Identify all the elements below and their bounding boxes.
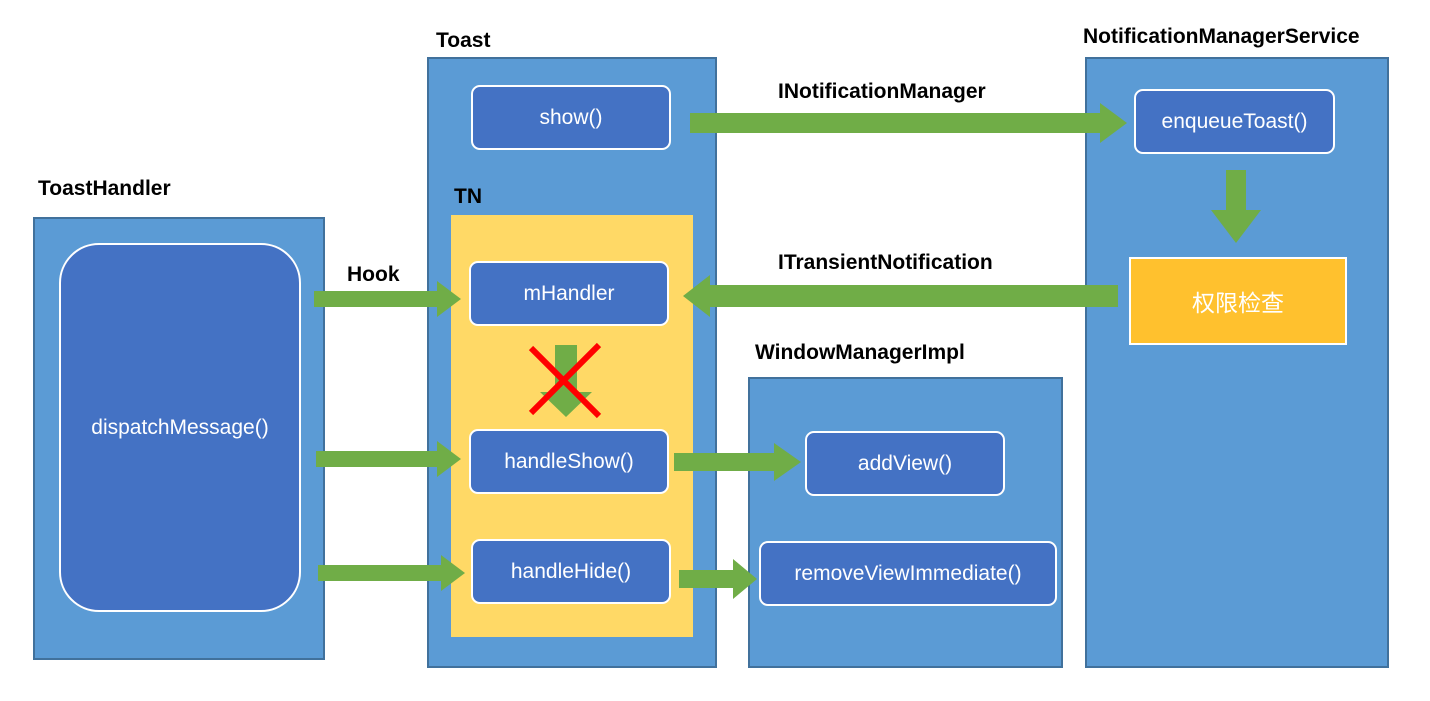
dispatch-message-node[interactable]: dispatchMessage() bbox=[59, 243, 301, 612]
nms-title: NotificationManagerService bbox=[1083, 25, 1360, 48]
inotification-manager-edge-label: INotificationManager bbox=[778, 80, 986, 103]
window-manager-title: WindowManagerImpl bbox=[755, 341, 965, 364]
handle-show-node[interactable]: handleShow() bbox=[469, 429, 669, 494]
toast-title: Toast bbox=[436, 29, 491, 52]
handle-hide-node[interactable]: handleHide() bbox=[471, 539, 671, 604]
arrow-show-to-enqueue bbox=[690, 103, 1127, 143]
permission-check-node[interactable]: 权限检查 bbox=[1129, 257, 1347, 345]
toast-handler-title: ToastHandler bbox=[38, 177, 171, 200]
nms-panel bbox=[1085, 57, 1389, 668]
itransient-notification-edge-label: ITransientNotification bbox=[778, 251, 993, 274]
hook-edge-label: Hook bbox=[347, 263, 400, 286]
remove-view-immediate-node[interactable]: removeViewImmediate() bbox=[759, 541, 1057, 606]
add-view-node[interactable]: addView() bbox=[805, 431, 1005, 496]
show-node[interactable]: show() bbox=[471, 85, 671, 150]
tn-title: TN bbox=[454, 185, 482, 208]
window-manager-panel bbox=[748, 377, 1063, 668]
mhandler-node[interactable]: mHandler bbox=[469, 261, 669, 326]
arrow-check-to-mhandler bbox=[683, 275, 1118, 317]
enqueue-toast-node[interactable]: enqueueToast() bbox=[1134, 89, 1335, 154]
